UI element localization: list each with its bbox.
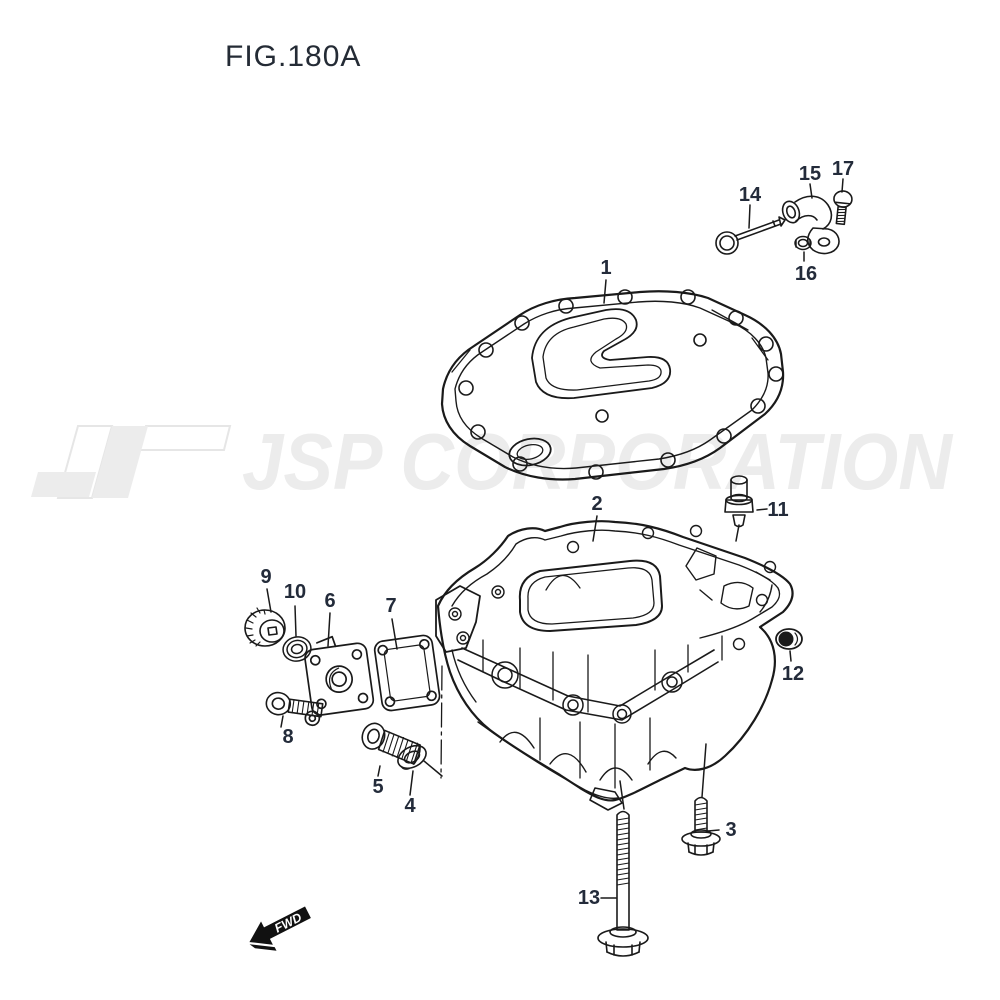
callout-13: 13 [577,887,601,909]
callout-10: 10 [283,581,307,603]
part-elbow-fitting [781,195,840,255]
callout-16: 16 [794,263,818,285]
figure-title: FIG.180A [225,40,362,73]
callout-12: 12 [781,663,805,685]
part-large-gasket [440,289,785,481]
part-knurled-cap [244,607,286,647]
callout-3: 3 [725,819,737,841]
callout-8: 8 [282,726,294,748]
part-cover-plate [304,635,375,727]
part-short-flange-bolt [681,796,721,856]
part-oil-pan [435,520,794,811]
leader-lines [266,178,844,899]
callout-5: 5 [372,776,384,798]
fwd-arrow: FWD [247,905,313,951]
callout-1: 1 [600,257,612,279]
callout-15: 15 [798,163,822,185]
watermark-text: JSP CORPORATION [242,417,954,506]
callout-17: 17 [831,158,855,180]
callout-9: 9 [260,566,272,588]
part-blind-plug [775,628,803,650]
callout-4: 4 [404,795,416,817]
part-long-flange-bolt [597,810,649,957]
part-seal-ring [282,636,312,662]
callout-11: 11 [767,499,789,521]
part-drain-plug-bolt [361,722,421,765]
callout-7: 7 [385,595,397,617]
callout-6: 6 [324,590,336,612]
fwd-label: FWD [272,910,304,935]
watermark-logo [31,425,232,499]
callout-14: 14 [738,184,762,206]
part-sealing-washer [397,744,427,770]
callout-2: 2 [591,493,603,515]
part-dipstick [715,216,786,255]
part-sensor-plug [724,475,754,528]
part-nut [794,235,812,251]
part-small-bolt [265,691,324,718]
part-button-head-bolt [833,190,853,226]
part-cover-gasket [373,634,441,712]
